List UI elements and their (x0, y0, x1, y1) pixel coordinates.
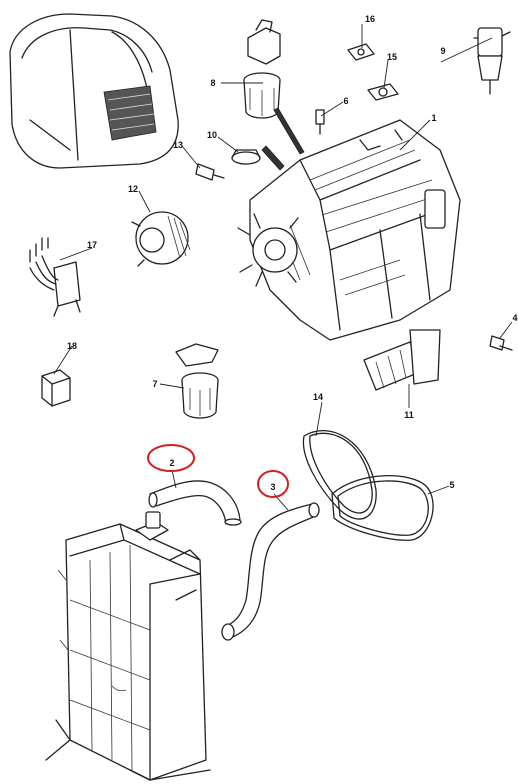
callout-11: 11 (404, 410, 414, 420)
part-16-bracket (247, 19, 281, 65)
engine-cover (9, 13, 179, 169)
callout-14: 14 (313, 392, 323, 402)
callout-13: 13 (173, 140, 183, 150)
leader-lines (53, 24, 513, 511)
callout-7: 7 (152, 379, 157, 389)
part-8-oil-filter (243, 72, 281, 119)
part-18-relay (41, 369, 71, 407)
engine-assembly (237, 119, 461, 341)
callout-4: 4 (512, 313, 517, 323)
part-5-belt (331, 475, 434, 541)
part-2-upper-hose (148, 480, 242, 526)
callout-3: 3 (270, 482, 275, 492)
callout-9: 9 (440, 46, 445, 56)
callout-12: 12 (128, 184, 138, 194)
part-11-starter (363, 329, 441, 391)
part-6-sensor (315, 109, 325, 135)
part-9-fuel-filter (473, 27, 511, 95)
callout-8: 8 (210, 78, 215, 88)
part-15-gasket (367, 83, 399, 101)
callout-6: 6 (343, 96, 348, 106)
part-12-alternator (131, 211, 191, 267)
callout-labels: 1 2 3 4 5 6 7 8 9 10 11 12 13 14 15 16 1… (67, 14, 518, 492)
highlight-circle-part-2 (147, 444, 195, 472)
part-16-gasket (347, 43, 375, 61)
part-7-filter (175, 343, 219, 419)
part-14-belt (302, 430, 377, 520)
radiator (45, 511, 211, 781)
part-10-cap (231, 149, 261, 165)
callout-15: 15 (387, 52, 397, 62)
highlight-circle-part-3 (257, 470, 289, 498)
callout-2: 2 (169, 458, 174, 468)
callout-17: 17 (87, 240, 97, 250)
callout-1: 1 (431, 113, 436, 123)
part-17-relay (29, 237, 81, 317)
highlight-circles (147, 444, 289, 498)
callout-5: 5 (449, 480, 454, 490)
part-13-sender (195, 163, 225, 181)
callout-16: 16 (365, 14, 375, 24)
callout-10: 10 (207, 130, 217, 140)
part-4-bolt (489, 335, 513, 351)
callout-18: 18 (67, 341, 77, 351)
part-3-lower-hose (221, 502, 320, 641)
